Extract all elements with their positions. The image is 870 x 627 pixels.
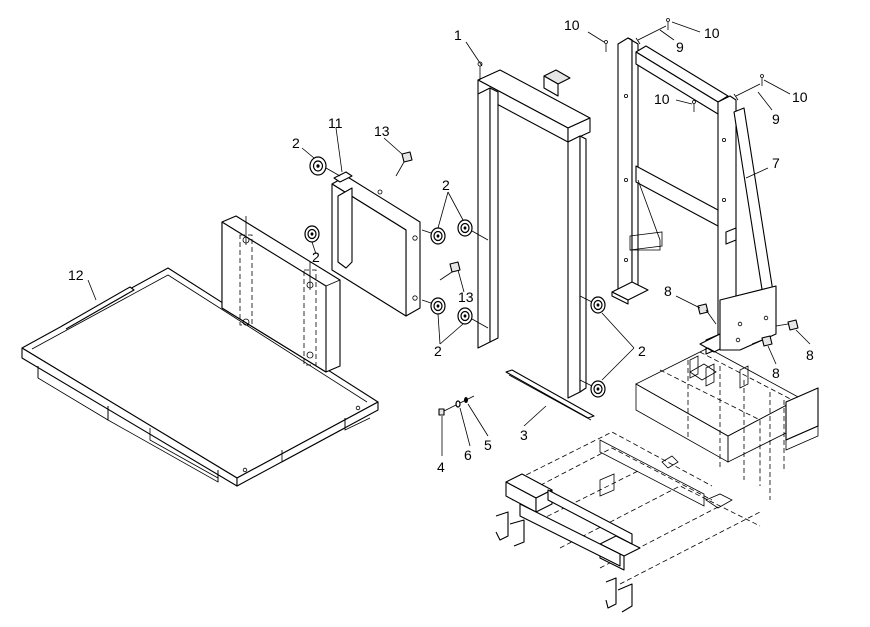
- bolt-13-top: [395, 151, 413, 177]
- carriage-bracket: [331, 171, 421, 317]
- callout-4: 4: [437, 459, 445, 475]
- bolt-8-a: [697, 303, 717, 325]
- slide-bar: [505, 369, 595, 421]
- callout-2-top-left: 2: [292, 135, 300, 151]
- mast-frame: [477, 61, 591, 399]
- roller-5: [421, 297, 446, 315]
- bolt-8-b: [751, 335, 773, 347]
- bolt-13-mid: [439, 261, 461, 281]
- callout-9-top: 9: [676, 39, 684, 55]
- callout-6: 6: [464, 447, 472, 463]
- pin-9-a: [635, 25, 667, 45]
- roller-8: [579, 379, 606, 398]
- roller-6: [457, 307, 489, 329]
- callout-2-upper-right: 2: [442, 177, 450, 193]
- callouts: 1 2 2 2 2 2 3 4 5 6 7 8 8 8 9 9 10 10 10…: [68, 17, 814, 475]
- callout-8-right: 8: [806, 347, 814, 363]
- platform-tray: [21, 267, 379, 487]
- bolt-8-c: [775, 319, 799, 331]
- rear-mast-frame: [611, 37, 775, 355]
- callout-11: 11: [328, 115, 343, 131]
- cotter-10-a: [604, 40, 608, 52]
- callout-13-top: 13: [374, 123, 390, 139]
- callout-10-right: 10: [792, 89, 808, 105]
- cotter-10-c: [692, 100, 696, 112]
- callout-10-top-left: 10: [564, 17, 580, 33]
- callout-3: 3: [520, 427, 528, 443]
- callout-8-mid: 8: [772, 365, 780, 381]
- cotter-10-d: [760, 74, 764, 86]
- roller-set: [304, 156, 606, 398]
- callout-10-mid: 10: [654, 91, 670, 107]
- roller-3: [421, 227, 446, 245]
- callout-7: 7: [772, 155, 780, 171]
- callout-1: 1: [454, 27, 462, 43]
- roller-1: [309, 156, 341, 177]
- cotter-10-b: [666, 18, 670, 30]
- callout-2-left: 2: [312, 249, 320, 265]
- hardware: [395, 18, 799, 416]
- roller-7: [579, 295, 606, 314]
- carriage-plate: [221, 215, 341, 373]
- base-chassis: [495, 347, 819, 613]
- callout-12: 12: [68, 267, 84, 283]
- bolt-washer-stack: [438, 395, 475, 416]
- callout-2-mast: 2: [638, 343, 646, 359]
- callout-2-lower: 2: [434, 343, 442, 359]
- roller-4: [457, 219, 489, 241]
- callout-8-left: 8: [664, 283, 672, 299]
- roller-2: [304, 225, 320, 243]
- callout-13-mid: 13: [458, 289, 474, 305]
- callout-5: 5: [484, 437, 492, 453]
- pin-9-b: [733, 83, 761, 101]
- callout-10-top-right: 10: [704, 25, 720, 41]
- leader-lines: [87, 21, 811, 456]
- callout-9-right: 9: [772, 111, 780, 127]
